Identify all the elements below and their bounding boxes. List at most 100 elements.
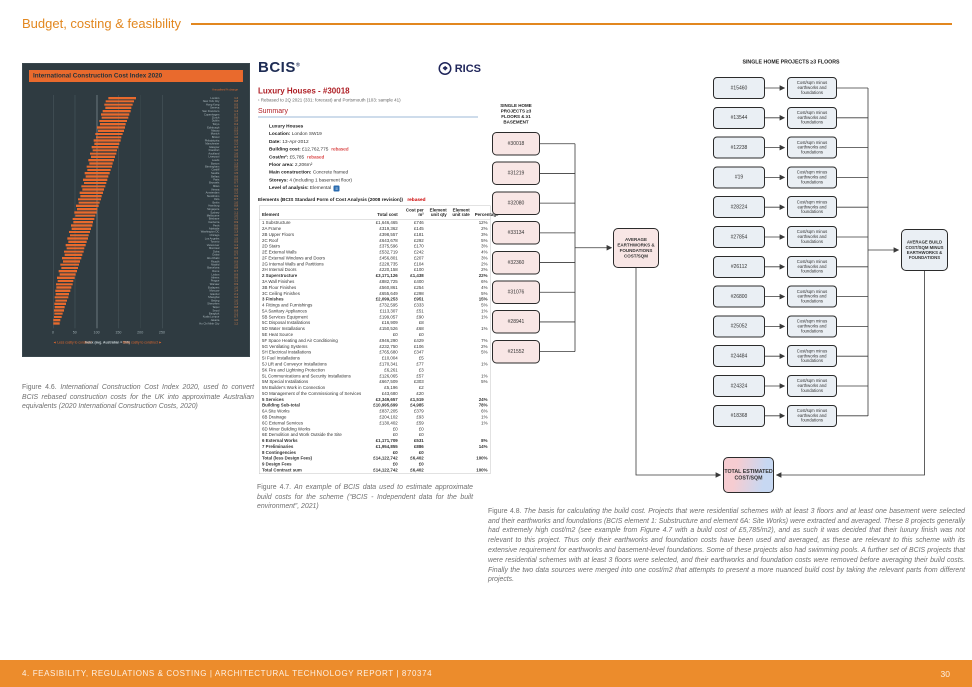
city-label: Beijing (211, 299, 220, 303)
value-cell: 1% (481, 326, 488, 332)
bcis-record-subtitle: › Rebased to 2Q 2021 (331: forecast) and… (258, 97, 401, 103)
element-cell: 1 Substructure (262, 220, 291, 226)
city-label: Rome (212, 269, 220, 273)
axis-tick-label: 200 (137, 330, 144, 335)
value-cell: £10,995,699 (373, 402, 398, 408)
column-header: Total cost (362, 205, 401, 221)
axis-tick-label: 50 (72, 330, 77, 335)
index-bar (62, 257, 82, 260)
city-value: 0.9 (234, 282, 238, 286)
index-bar (94, 142, 120, 145)
rebased-tag: rebased (407, 196, 426, 203)
element-cell: 5N Builder's Work in Connection (262, 385, 326, 391)
element-cell: 5J Lift and Conveyor Installations (262, 361, 327, 367)
value-cell: £837,205 (379, 408, 398, 414)
city-value: 1.2 (234, 217, 238, 221)
city-label: Toronto (210, 240, 220, 244)
value-cell: £0 (418, 461, 424, 467)
city-label: Frankfurt (208, 148, 220, 152)
column-header: Percentage (472, 205, 498, 221)
city-value: 0.6 (234, 223, 238, 227)
value-cell: £130,402 (379, 420, 398, 426)
column-header: Element (259, 205, 363, 221)
value-cell: 15% (478, 296, 488, 302)
index-bar (81, 185, 106, 188)
index-bar (55, 289, 71, 292)
value-cell: £1,646,465 (375, 220, 398, 226)
city-value: 1.4 (234, 109, 238, 113)
value-cell: £0 (418, 432, 424, 438)
chart-values-column-header: Annualised % change (212, 88, 238, 92)
element-cell: 5E Heat Source (262, 332, 294, 338)
element-cell: 5K Fire and Lightning Protection (262, 367, 325, 373)
index-bar (102, 110, 131, 113)
city-label: Brussels (209, 181, 220, 185)
element-cell: 6A Site Works (262, 408, 290, 414)
value-cell: £0 (392, 461, 398, 467)
index-bar (63, 260, 81, 263)
element-cell: 3B Floor Finishes (262, 284, 297, 290)
city-value: 1.0 (234, 148, 238, 152)
value-cell: 1% (481, 308, 488, 314)
city-label: Paris (213, 178, 220, 182)
axis-tick-label: 100 (93, 330, 100, 335)
city-label: Copenhagen (204, 112, 220, 116)
project-box: #12238 (713, 136, 765, 159)
city-value: 1.8 (234, 119, 238, 123)
element-cell: 4 Fittings and Furnishings (262, 302, 313, 308)
cost-minus-box: Cost/sqm minus earthworks and foundation… (787, 404, 837, 427)
table-row: Total (less Design Fees)£14,122,742£6,40… (259, 456, 490, 462)
rics-logo-text: RICS (454, 62, 481, 75)
chart-legend-left: ◄ Less costly to construct (52, 340, 92, 345)
city-label: Seattle (211, 171, 220, 175)
value-cell: 4% (481, 284, 488, 290)
city-value: 0.9 (234, 240, 238, 244)
left-group-title-line: BASEMENT (503, 119, 529, 125)
value-cell: £560,861 (379, 284, 398, 290)
figure-4-8-caption-prefix: Figure 4.8. (488, 507, 522, 515)
value-cell: £6,402 (410, 455, 424, 461)
bcis-document-header: BCIS® ❖ RICS (255, 55, 487, 84)
value-cell: £6,402 (410, 467, 424, 473)
element-cell: 5F Space Heating and Air Conditioning (262, 337, 338, 343)
cost-minus-box: Cost/sqm minus earthworks and foundation… (787, 255, 837, 278)
project-box: #28941 (492, 310, 540, 334)
value-cell: £2,099,253 (375, 296, 398, 302)
value-cell: 5% (481, 349, 488, 355)
element-cell: Total Contract sum (262, 467, 302, 473)
city-label: Hong Kong (205, 103, 220, 107)
city-label: Dublin (211, 119, 220, 123)
index-bar (61, 266, 78, 270)
value-cell: £375,596 (379, 243, 398, 249)
value-cell: £0 (392, 426, 398, 432)
value-cell: £14,122,742 (373, 455, 398, 461)
rics-emblem-icon: ❖ (438, 62, 452, 75)
city-label: Budapest (208, 285, 220, 289)
index-bar (105, 106, 132, 109)
index-bar (90, 152, 117, 155)
index-bar (76, 204, 99, 207)
value-cell: £204,102 (379, 414, 398, 420)
city-label: Canberra (208, 220, 220, 224)
summary-row: Main construction: Concrete framed (269, 169, 487, 177)
city-label: Berlin (212, 201, 220, 205)
city-value: 1.0 (234, 318, 238, 322)
index-bar (56, 286, 72, 289)
city-value: 1.1 (234, 279, 238, 283)
element-cell: 5A Sanitary Appliances (262, 308, 307, 314)
value-cell: £16,909 (381, 320, 398, 326)
value-cell: £456,801 (379, 255, 398, 261)
figure-4-7-caption-prefix: Figure 4.7. (257, 483, 292, 491)
figure-4-6-chart: International Construction Cost Index 20… (22, 63, 250, 357)
city-label: Munich (210, 132, 220, 136)
figure-4-7-caption-text: An example of BCIS data used to estimate… (257, 483, 473, 511)
